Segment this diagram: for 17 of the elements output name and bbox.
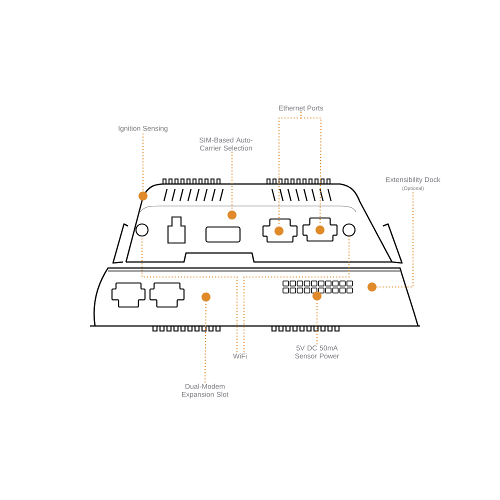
leader-line	[204, 302, 206, 383]
antenna-connector	[135, 223, 149, 237]
leader-line	[231, 152, 233, 210]
callout-dot	[316, 226, 324, 234]
leader-line	[376, 192, 414, 288]
leader-line	[243, 236, 350, 352]
leader-line	[142, 133, 144, 192]
callout-dot	[202, 292, 210, 302]
callout-dot	[138, 192, 148, 200]
callout-dot	[368, 282, 376, 292]
antenna-connector	[342, 223, 356, 237]
callout-dot	[274, 226, 284, 236]
leader-line	[300, 112, 322, 226]
callout-dot	[312, 292, 322, 300]
leader-line	[316, 300, 318, 344]
leader-line	[141, 236, 238, 352]
callout-dot	[228, 210, 236, 220]
